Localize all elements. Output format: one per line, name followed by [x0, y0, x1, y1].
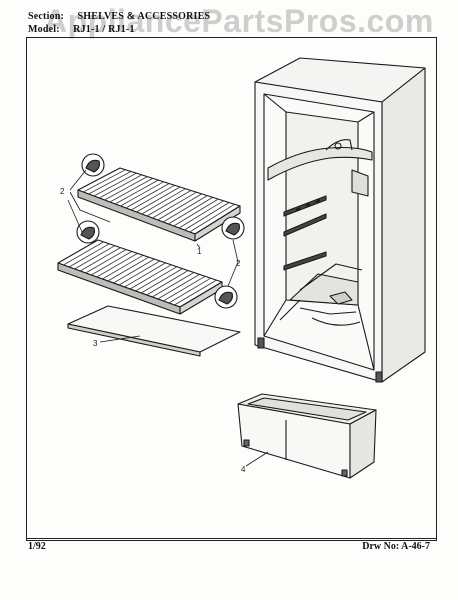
- model-label: Model:: [28, 24, 60, 35]
- model-header: Model: RJ1-1 / RJ1-1: [28, 24, 135, 35]
- callout-2-left: 2: [60, 187, 65, 196]
- crisper-cover: [67, 305, 241, 357]
- drawing-number: Drw No: A-46-7: [362, 541, 430, 552]
- crisper-drawer: [237, 393, 377, 479]
- callout-3-cover: 3: [93, 339, 98, 348]
- footer-divider: [26, 538, 436, 539]
- shelf-support-lower-left: [76, 220, 100, 244]
- shelf-support-lower-right: [214, 285, 238, 309]
- watermark: AppliancePartsPros.com: [44, 3, 434, 39]
- revision-date: 1/92: [28, 541, 46, 552]
- callout-2-right: 2: [236, 259, 241, 268]
- diagram-frame: [26, 37, 437, 541]
- lower-wire-shelf: [57, 239, 223, 315]
- section-label: Section:: [28, 11, 65, 22]
- shelf-support-upper-left: [81, 153, 105, 177]
- leader-lines: [67, 169, 269, 467]
- upper-wire-shelf: [77, 167, 241, 242]
- refrigerator-cabinet: [254, 57, 426, 383]
- section-header: Section: SHELVES & ACCESSORIES: [28, 11, 210, 22]
- model-number: RJ1-1 / RJ1-1: [73, 24, 135, 35]
- shelf-support-upper-right: [221, 216, 245, 240]
- callout-4-crisper: 4: [241, 465, 246, 474]
- callout-1-shelf: 1: [197, 247, 202, 256]
- section-title: SHELVES & ACCESSORIES: [77, 11, 211, 22]
